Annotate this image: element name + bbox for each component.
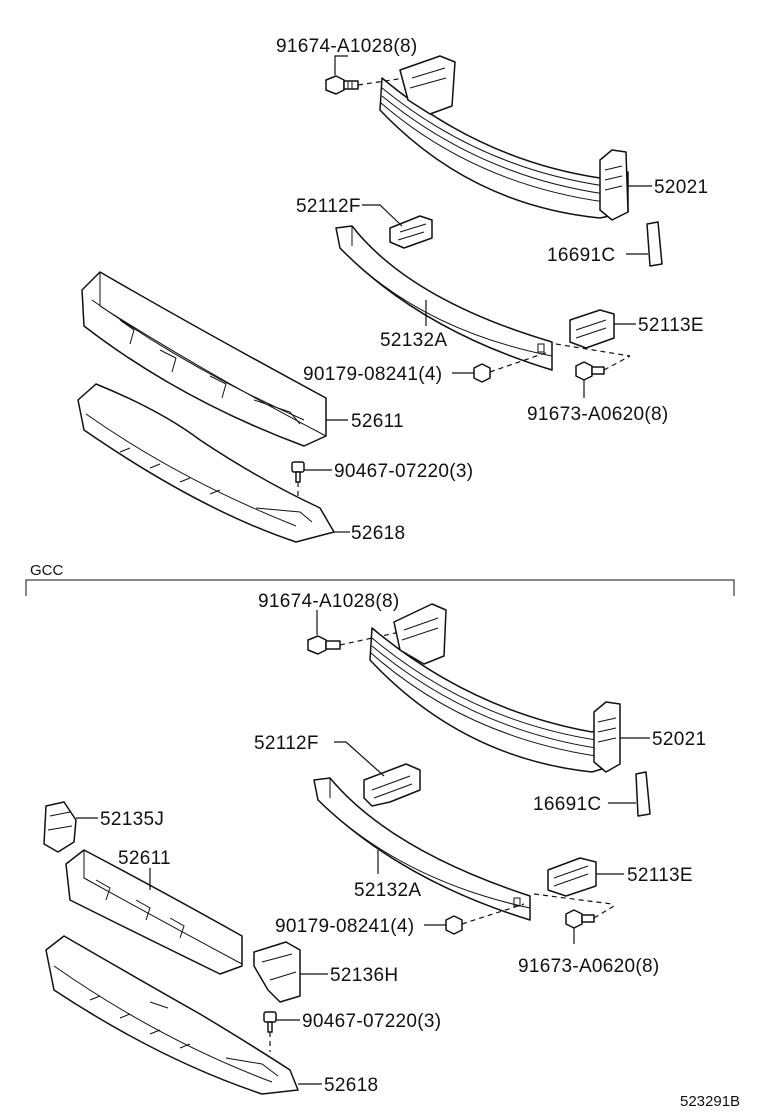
gcc-label-nut: 90179-08241(4) <box>275 916 414 937</box>
gcc-section: 91674-A1028(8) 52021 16691C 52112F <box>43 591 706 1096</box>
gcc-label-absorber-bar: 52132A <box>354 880 421 901</box>
label-retainer-lower: 52113E <box>638 315 704 336</box>
label-retainer-upper: 52112F <box>296 196 361 217</box>
gcc-label-clip: 90467-07220(3) <box>302 1011 441 1032</box>
gcc-lower-support-part <box>45 935 299 1095</box>
gcc-bracket <box>25 579 735 596</box>
gcc-spacer-part <box>253 941 301 1003</box>
gcc-energy-absorber-part <box>65 849 243 975</box>
label-bolt-top: 91674-A1028(8) <box>276 36 418 57</box>
gcc-label-retainer-lower: 52113E <box>627 865 693 886</box>
bolt-lower-icon <box>575 361 605 381</box>
gcc-label-bolt-lower: 91673-A0620(8) <box>518 956 660 977</box>
gcc-label-retainer-upper: 52112F <box>254 733 319 754</box>
label-reinforcement: 52021 <box>654 177 708 198</box>
gcc-absorber-bar-part <box>313 777 531 921</box>
nut-icon <box>473 363 491 383</box>
gcc-retainer-lower-part <box>547 857 597 897</box>
gcc-heading: GCC <box>30 562 64 579</box>
energy-absorber-part <box>81 271 327 447</box>
gcc-nut-icon <box>445 915 463 935</box>
retainer-lower-part <box>569 309 615 349</box>
gcc-retainer-upper-part <box>363 763 421 807</box>
label-nut: 90179-08241(4) <box>303 364 442 385</box>
lower-support-part <box>77 383 335 543</box>
gcc-bolt-top-icon <box>307 635 341 655</box>
gcc-label-bolt-top: 91674-A1028(8) <box>258 591 400 612</box>
gcc-bolt-lower-icon <box>565 909 595 929</box>
gcc-label-spacer: 52136H <box>330 965 398 986</box>
gcc-clip-icon <box>263 1011 277 1033</box>
gcc-bracket-left-part <box>43 801 77 853</box>
gcc-label-lower-support: 52618 <box>324 1075 378 1096</box>
label-clip: 90467-07220(3) <box>334 461 473 482</box>
gcc-label-cap: 16691C <box>533 794 601 815</box>
gcc-bumper-reinforcement <box>369 603 621 773</box>
label-bolt-lower: 91673-A0620(8) <box>527 404 669 425</box>
figure-code: 523291B <box>680 1093 740 1110</box>
bolt-top-icon <box>325 75 359 95</box>
gcc-cap-part <box>635 771 651 817</box>
top-section: 91674-A1028(8) 52021 16691C 52112F <box>77 36 708 544</box>
label-cap: 16691C <box>547 245 615 266</box>
gcc-label-bracket-left: 52135J <box>100 809 164 830</box>
label-energy-absorber: 52611 <box>351 411 404 432</box>
bumper-reinforcement <box>379 55 629 221</box>
label-lower-support: 52618 <box>351 523 405 544</box>
gcc-label-reinforcement: 52021 <box>652 729 706 750</box>
gcc-label-energy-absorber: 52611 <box>118 848 171 869</box>
label-absorber-bar: 52132A <box>380 330 447 351</box>
absorber-bar-part <box>335 225 553 371</box>
cap-part <box>646 221 663 267</box>
clip-icon <box>291 461 305 483</box>
